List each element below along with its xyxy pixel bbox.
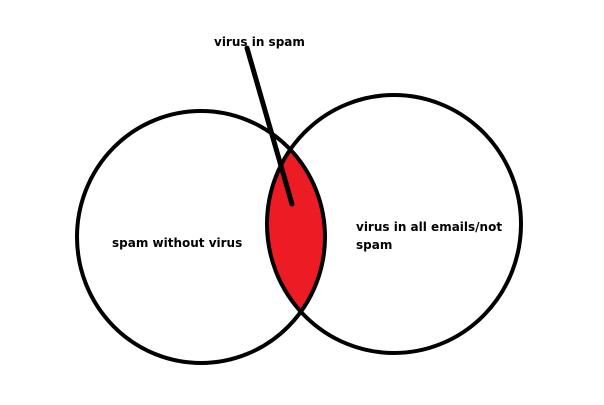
intersection-label: virus in spam: [214, 35, 305, 49]
spam-circle: [75, 109, 327, 365]
right-only-label-line2: spam: [356, 238, 392, 252]
right-only-label-line1: virus in all emails/not: [356, 220, 502, 234]
left-only-label: spam without virus: [112, 236, 242, 250]
pointer-line: [244, 45, 295, 207]
virus-circle: [265, 93, 523, 355]
